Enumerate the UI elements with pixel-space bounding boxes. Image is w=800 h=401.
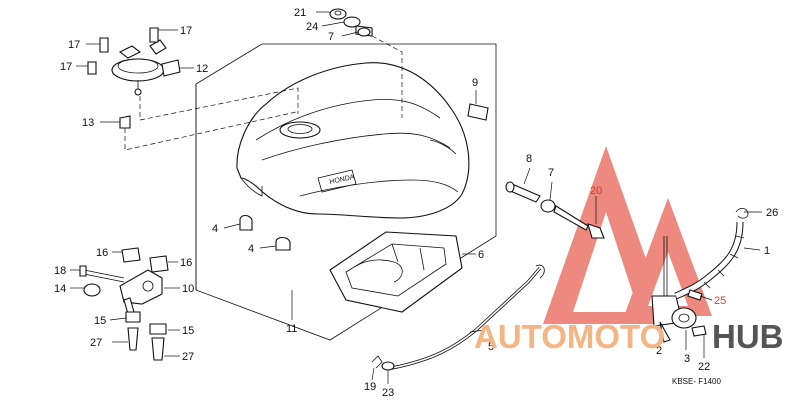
callout-26: 26 (766, 207, 778, 219)
callout-11: 11 (286, 323, 297, 335)
mount-collar (505, 181, 541, 203)
fuel-hose (674, 221, 745, 300)
callout-4a: 4 (212, 223, 218, 235)
collar-15b (149, 323, 167, 335)
callout-23: 23 (382, 387, 394, 399)
watermark-text: AUTOMOTO HUB (474, 318, 784, 355)
callout-17b: 17 (68, 39, 80, 51)
callout-3: 3 (684, 353, 690, 365)
fuel-valve (651, 236, 707, 343)
callout-16b: 16 (180, 257, 192, 269)
watermark-text-auto: AUTOMOTO (474, 318, 665, 355)
callout-1: 1 (764, 245, 770, 257)
callout-27b: 27 (182, 351, 194, 363)
watermark-text-hub: HUB (712, 318, 784, 355)
callout-18: 18 (54, 265, 66, 277)
spacer-14 (83, 283, 101, 297)
fuel-tank: HONDA (236, 62, 470, 219)
callout-14: 14 (54, 283, 66, 295)
callout-9: 9 (472, 77, 478, 89)
mount-bolt (587, 223, 605, 239)
callout-17c: 17 (60, 61, 72, 73)
bolt-27b (151, 337, 165, 361)
callout-7b: 7 (548, 167, 554, 179)
collar-15a (125, 311, 141, 323)
callout-25: 25 (714, 295, 726, 307)
callout-15a: 15 (94, 315, 106, 327)
mount-bracket (119, 269, 163, 315)
clip-19 (371, 355, 383, 369)
callout-17a: 17 (180, 25, 192, 37)
washer-23 (381, 361, 395, 371)
callout-20: 20 (590, 185, 602, 197)
callout-22: 22 (698, 361, 710, 373)
hose-clip-25 (687, 289, 703, 301)
damper-16a (121, 247, 141, 263)
damper-4b (275, 236, 291, 251)
damper-stack (329, 8, 373, 37)
callout-27a: 27 (90, 337, 102, 349)
callout-2: 2 (656, 345, 662, 357)
callout-16a: 16 (96, 247, 108, 259)
callout-5: 5 (488, 341, 494, 353)
callout-24: 24 (306, 21, 318, 33)
callout-15b: 15 (182, 325, 194, 337)
bolt-18 (79, 265, 87, 277)
callout-7a: 7 (328, 31, 334, 43)
bolt-27a (127, 327, 139, 351)
tank-cover (329, 231, 463, 313)
callout-12: 12 (196, 63, 208, 75)
rubber-pad (467, 103, 489, 121)
hose-clip-26 (735, 208, 749, 219)
damper-16b (149, 255, 169, 273)
mount-damper (540, 199, 589, 231)
leader-lines (70, 11, 762, 384)
callout-4b: 4 (248, 243, 254, 255)
fuel-cap-assembly (87, 27, 181, 96)
callout-6: 6 (478, 249, 484, 261)
callout-21: 21 (294, 7, 306, 19)
callout-8: 8 (526, 153, 532, 165)
watermark-logo (543, 146, 712, 324)
cap-gasket (119, 115, 131, 129)
callout-19: 19 (364, 381, 376, 393)
damper-4a (239, 214, 253, 231)
callout-13: 13 (82, 117, 94, 129)
callout-10: 10 (182, 283, 194, 295)
diagram-code: KBSE- F1400 (672, 377, 721, 386)
